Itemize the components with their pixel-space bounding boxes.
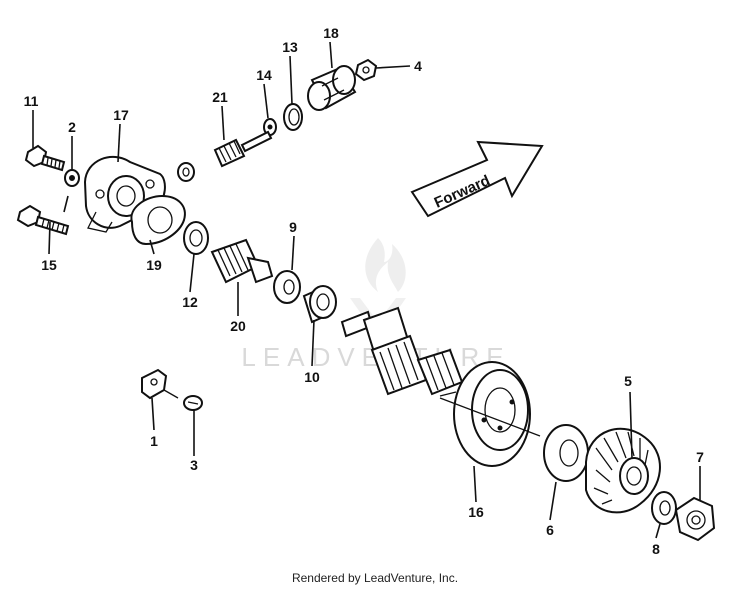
part-20-gear bbox=[210, 238, 274, 284]
part-1-clip bbox=[141, 368, 168, 400]
callout-9: 9 bbox=[289, 219, 297, 235]
part-16-bearing bbox=[453, 361, 531, 467]
part-18-coupling bbox=[307, 65, 357, 111]
watermark-flame-icon bbox=[350, 238, 406, 338]
callout-7: 7 bbox=[696, 449, 704, 465]
part-small-washer bbox=[177, 162, 195, 182]
callout-4: 4 bbox=[414, 58, 422, 74]
callout-13: 13 bbox=[282, 39, 298, 55]
forward-arrow: Forward bbox=[410, 140, 544, 218]
part-3-screw bbox=[163, 389, 203, 411]
callout-14: 14 bbox=[256, 67, 272, 83]
callout-17: 17 bbox=[113, 107, 129, 123]
callout-10: 10 bbox=[304, 369, 320, 385]
callout-3: 3 bbox=[190, 457, 198, 473]
part-4-nut bbox=[354, 58, 378, 82]
callout-12: 12 bbox=[182, 294, 198, 310]
part-shaft bbox=[340, 306, 464, 397]
part-7-nut bbox=[674, 496, 716, 542]
part-9-washer bbox=[273, 270, 301, 304]
callout-1: 1 bbox=[150, 433, 158, 449]
part-21-pinion-shaft bbox=[213, 130, 273, 168]
callout-21: 21 bbox=[212, 89, 228, 105]
callout-18: 18 bbox=[323, 25, 339, 41]
part-12-bearing bbox=[183, 221, 209, 255]
callout-20: 20 bbox=[230, 318, 246, 334]
part-5-bevel-gear bbox=[585, 427, 661, 514]
callout-5: 5 bbox=[624, 373, 632, 389]
callout-15: 15 bbox=[41, 257, 57, 273]
part-10-bearing bbox=[302, 285, 337, 324]
part-11-bolt bbox=[24, 144, 66, 172]
callout-numbers: 11 2 17 15 21 14 13 18 4 19 12 20 9 10 1… bbox=[24, 25, 705, 557]
callout-16: 16 bbox=[468, 504, 484, 520]
callout-8: 8 bbox=[652, 541, 660, 557]
part-19-gasket bbox=[130, 194, 186, 246]
leader-lines bbox=[32, 41, 701, 539]
part-8-washer bbox=[651, 491, 677, 525]
callout-11: 11 bbox=[24, 93, 39, 109]
callout-6: 6 bbox=[546, 522, 554, 538]
part-6-washer bbox=[543, 424, 589, 482]
callout-19: 19 bbox=[146, 257, 162, 273]
render-credit: Rendered by LeadVenture, Inc. bbox=[291, 571, 459, 585]
callout-2: 2 bbox=[68, 119, 76, 135]
part-15-bolt bbox=[16, 204, 70, 236]
part-2-lockwasher bbox=[64, 169, 80, 187]
part-13-ring bbox=[283, 103, 303, 131]
